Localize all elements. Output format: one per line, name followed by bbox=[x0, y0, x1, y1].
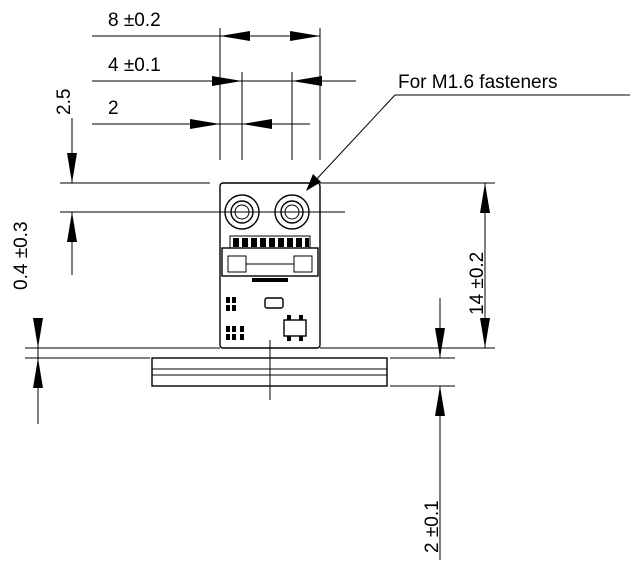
dim-board-height: 14 ±0.2 bbox=[320, 182, 495, 349]
dim-hole-offset: 2 bbox=[92, 98, 310, 129]
dim-label-width-total: 8 ±0.2 bbox=[108, 10, 161, 31]
dim-label-plate-thickness: 2 ±0.1 bbox=[422, 500, 443, 553]
dim-hole-pitch: 4 ±0.1 bbox=[92, 55, 356, 86]
extension-lines-left bbox=[25, 182, 345, 359]
dim-label-hole-offset: 2 bbox=[108, 98, 119, 119]
dim-label-hole-height: 2.5 bbox=[54, 89, 75, 115]
fastener-callout: For M1.6 fasteners bbox=[306, 72, 630, 191]
smd-components bbox=[226, 297, 307, 341]
dim-label-hole-pitch: 4 ±0.1 bbox=[108, 55, 161, 76]
connector-pins bbox=[229, 235, 311, 249]
connector-housing bbox=[221, 247, 319, 282]
dim-hole-height: 2.5 bbox=[54, 89, 77, 183]
dim-width-total: 8 ±0.2 bbox=[92, 10, 320, 41]
mounting-hole-right bbox=[274, 194, 310, 230]
extension-lines-top bbox=[219, 28, 321, 160]
dim-label-board-height: 14 ±0.2 bbox=[467, 252, 488, 315]
dim-plate-thickness: 2 ±0.1 bbox=[390, 298, 455, 560]
mounting-hole-left bbox=[224, 194, 260, 230]
dim-label-gap: 0.4 ±0.3 bbox=[11, 221, 32, 290]
dim-board-bottom bbox=[33, 318, 43, 424]
dim-gap: 0.4 ±0.3 bbox=[11, 212, 77, 290]
fastener-note: For M1.6 fasteners bbox=[398, 72, 557, 93]
pcb-board bbox=[219, 182, 321, 349]
